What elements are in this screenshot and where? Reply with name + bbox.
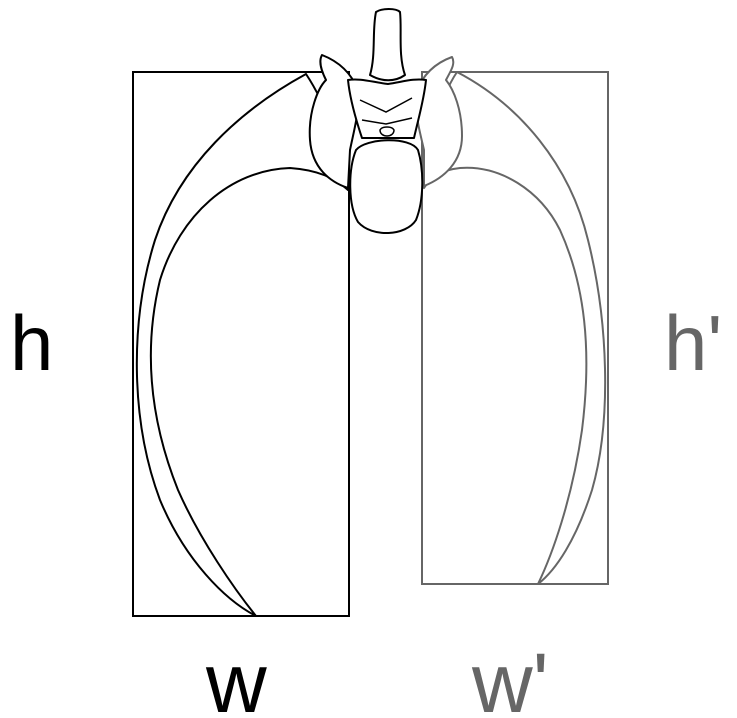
right-width-label: w' [471, 636, 549, 718]
spinous-process [370, 9, 405, 80]
left-width-label: w [205, 636, 267, 718]
right-height-label: h' [664, 299, 722, 387]
spinal-canal [380, 127, 394, 136]
vertebral-body [350, 140, 422, 233]
left-height-label: h [10, 299, 53, 387]
